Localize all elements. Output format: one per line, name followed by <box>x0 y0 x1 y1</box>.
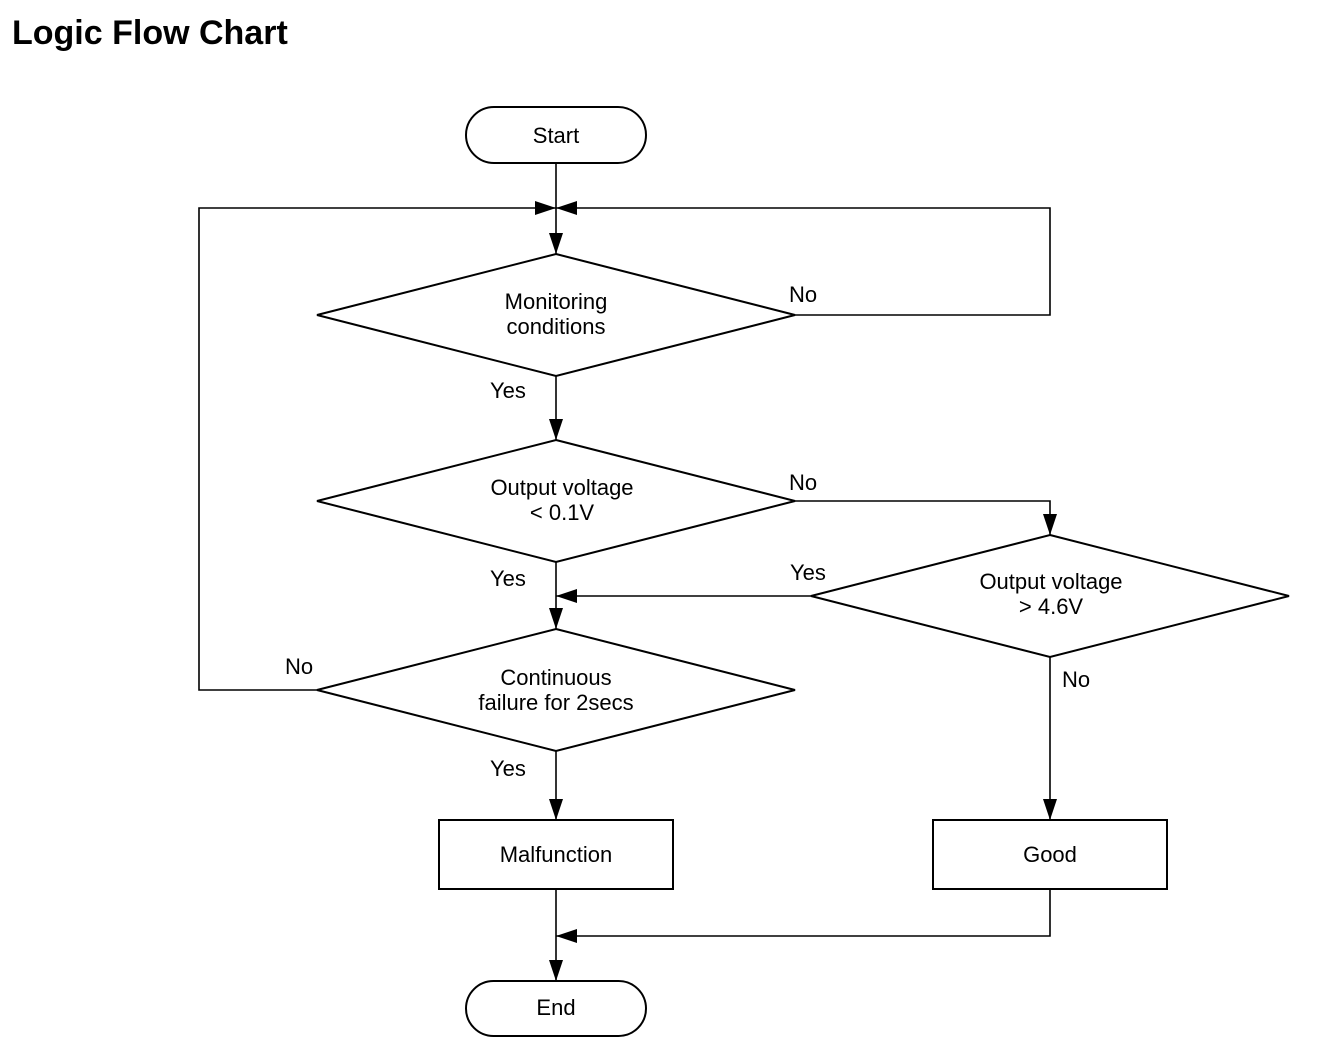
edge-label-high-no: No <box>1062 667 1090 692</box>
arrowhead <box>549 608 563 629</box>
edge-label-low-yes: Yes <box>490 566 526 591</box>
continuous-failure-decision: Continuous failure for 2secs <box>316 627 796 753</box>
high-voltage-label-line1: Output voltage <box>979 569 1122 594</box>
continuous-label-line1: Continuous <box>500 665 611 690</box>
good-box: Good <box>932 819 1168 890</box>
end-terminator: End <box>465 980 647 1037</box>
arrowhead <box>1043 514 1057 535</box>
good-label: Good <box>1023 842 1077 867</box>
arrowhead <box>535 201 556 215</box>
edge-label-monitoring-no: No <box>789 282 817 307</box>
arrowhead <box>549 419 563 440</box>
arrowhead <box>556 929 577 943</box>
arrowhead <box>556 201 577 215</box>
edge-label-low-no: No <box>789 470 817 495</box>
edge-label-high-yes: Yes <box>790 560 826 585</box>
continuous-label-line2: failure for 2secs <box>478 690 633 715</box>
page-title: Logic Flow Chart <box>12 14 288 52</box>
malfunction-label: Malfunction <box>500 842 613 867</box>
connector-monitoring-no-loop <box>556 207 1051 316</box>
start-label: Start <box>533 123 579 148</box>
monitoring-label-line2: conditions <box>506 314 605 339</box>
malfunction-box: Malfunction <box>438 819 674 890</box>
arrowhead <box>549 233 563 254</box>
edge-label-continuous-no: No <box>285 654 313 679</box>
arrowhead <box>549 960 563 981</box>
low-voltage-label-line2: < 0.1V <box>530 500 595 525</box>
high-voltage-decision: Output voltage > 4.6V <box>810 533 1290 659</box>
arrowhead <box>549 799 563 820</box>
high-voltage-label-line2: > 4.6V <box>1019 594 1084 619</box>
edge-label-monitoring-yes: Yes <box>490 378 526 403</box>
start-terminator: Start <box>465 106 647 164</box>
edge-label-continuous-yes: Yes <box>490 756 526 781</box>
connector-good-to-end <box>556 889 1051 937</box>
end-label: End <box>536 995 575 1020</box>
monitoring-conditions-decision: Monitoring conditions <box>316 252 796 378</box>
connector-continuous-no-loop <box>198 207 556 691</box>
connector-low-no <box>795 500 1051 535</box>
low-voltage-decision: Output voltage < 0.1V <box>316 438 796 564</box>
arrowhead <box>556 589 577 603</box>
low-voltage-label-line1: Output voltage <box>490 475 633 500</box>
monitoring-label-line1: Monitoring <box>505 289 608 314</box>
arrowhead <box>1043 799 1057 820</box>
